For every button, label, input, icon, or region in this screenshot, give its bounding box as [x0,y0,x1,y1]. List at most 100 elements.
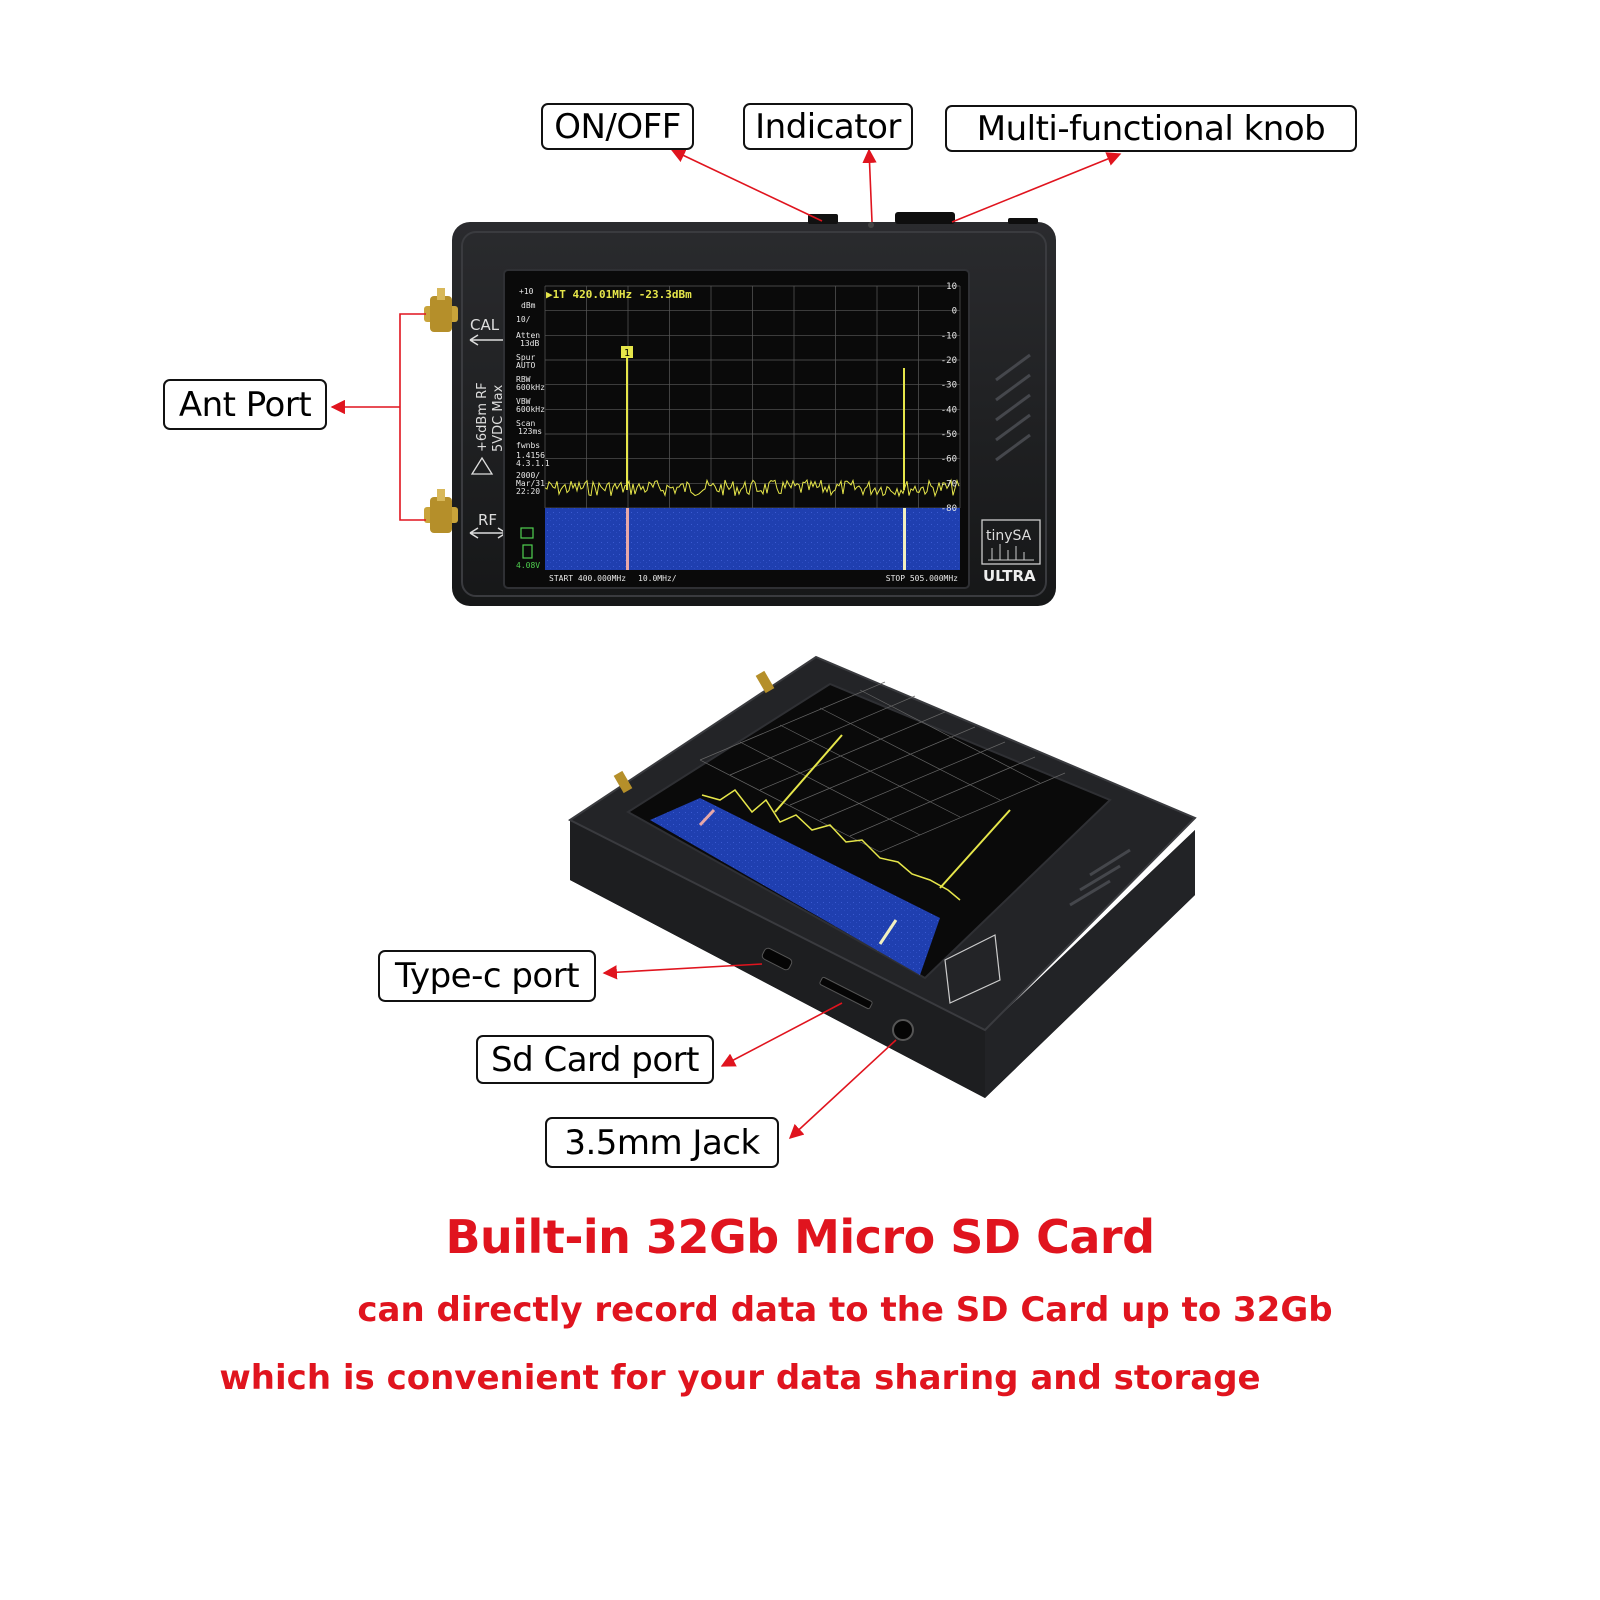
y-tick-label: -60 [941,455,957,465]
cal-arrow-icon [469,334,506,346]
warning-icon [470,456,494,475]
angled-screen [626,682,1112,980]
angled-trace [701,788,961,901]
svg-text:+10: +10 [519,287,534,296]
ant-bracket [399,313,426,521]
y-tick-label: -30 [941,381,957,391]
device-side-right [985,830,1195,1098]
sd-card-slot [819,976,873,1010]
marker-flag [621,346,633,358]
svg-text:2000/: 2000/ [516,471,540,480]
angled-waterfall-line-2 [878,919,898,945]
knob[interactable] [895,212,955,224]
angled-grip-ridges [1069,848,1131,907]
grip-ridges [995,353,1031,462]
marker-readout: ▶1T 420.01MHz -23.3dBm [546,288,692,301]
y-tick-label: 10 [946,282,957,292]
side-readouts: +10 dBm 10/ Atten 13dB Spur AUTO RBW 600… [516,287,550,496]
y-tick-label: -70 [941,479,957,489]
callout-type-c: Type-c port [378,950,596,1002]
svg-text:Atten: Atten [516,331,540,340]
svg-text:AUTO: AUTO [516,361,535,370]
caption-line-2: which is convenient for your data sharin… [219,1358,1261,1398]
arrow-on-off [670,149,823,222]
svg-text:5VDC Max: 5VDC Max [491,384,506,452]
caption-line-1: can directly record data to the SD Card … [357,1290,1333,1330]
model-text: ULTRA [983,567,1036,585]
angled-cal-connector [755,670,775,694]
callout-indicator: Indicator [743,103,913,150]
rf-connector [424,489,458,533]
callout-on-off: ON/OFF [541,103,694,150]
angled-peak-1 [774,734,843,813]
indicator-led [868,222,874,228]
svg-text:10/: 10/ [516,315,531,324]
angled-rf-connector [613,770,633,794]
battery-icon [522,544,533,559]
type-c-slot [761,947,793,971]
callout-ant-port: Ant Port [163,379,327,430]
device-angled [568,655,1197,1098]
svg-text:Scan: Scan [516,419,535,428]
y-axis-ticks: 10 0 -10 -20 -30 -40 -50 -60 -70 -80 [941,282,957,514]
svg-text:600kHz: 600kHz [516,405,545,414]
sd-icon [520,527,534,539]
angled-peak-2 [939,809,1011,889]
svg-text:1.4156: 1.4156 [516,451,545,460]
y-tick-label: -40 [941,405,957,415]
svg-text:13dB: 13dB [520,339,539,348]
svg-text:Spur: Spur [516,353,535,362]
device-front: CAL RF +6dBm RF 5VDC Max tinySA ULTRA 1 … [424,212,1056,606]
rating-text: +6dBm RF 5VDC Max [475,382,506,452]
y-tick-label: -50 [941,430,957,440]
span-per-div: 10.0MHz/ [638,574,677,583]
angled-waterfall-line-1 [698,808,716,827]
svg-text:600kHz: 600kHz [516,383,545,392]
audio-jack [892,1019,914,1041]
callout-sd-card: Sd Card port [476,1035,714,1084]
brand-text: tinySA [986,528,1032,544]
waterfall-line-1 [626,508,629,570]
arrow-type-c [602,963,763,980]
top-slot [1008,218,1038,224]
svg-text:4.3.1.1: 4.3.1.1 [516,459,550,468]
svg-text:dBm: dBm [521,301,536,310]
brand-badge [981,519,1041,565]
y-tick-label: -20 [941,356,957,366]
leader-lines [330,148,1122,1139]
marker-flag-label: 1 [624,348,630,359]
power-switch[interactable] [808,214,838,224]
arrow-indicator [862,148,877,223]
angled-brand-badge [944,934,1001,1004]
rf-arrow-icon [469,527,507,539]
callout-jack: 3.5mm Jack [545,1117,779,1168]
svg-text:fwnbs: fwnbs [516,441,540,450]
arrow-sd-card [720,1002,843,1067]
svg-text:RBW: RBW [516,375,531,384]
svg-text:123ms: 123ms [518,427,542,436]
svg-text:22:20: 22:20 [516,487,540,496]
waterfall-line-2 [903,508,906,570]
angled-grid [699,681,1066,853]
y-tick-label: 0 [952,307,957,317]
svg-text:VBW: VBW [516,397,531,406]
stop-freq: STOP 505.000MHz [886,574,958,583]
device-bezel-edge [461,231,1047,597]
caption-title: Built-in 32Gb Micro SD Card [445,1210,1155,1264]
arrow-knob [951,152,1122,223]
spectrum-trace [545,478,960,498]
svg-text:Mar/31: Mar/31 [516,479,545,488]
rf-label: RF [478,511,497,529]
cal-label: CAL [470,316,500,334]
svg-text:+6dBm RF: +6dBm RF [475,382,490,452]
y-tick-label: -80 [941,504,957,514]
y-tick-label: -10 [941,331,957,341]
angled-waterfall [650,798,940,975]
start-freq: START 400.000MHz [549,574,626,583]
cal-connector [424,288,458,332]
waterfall [545,508,960,570]
callout-knob: Multi-functional knob [945,105,1357,152]
spectrum-logo-icon [988,544,1034,561]
battery-voltage: 4.08V [516,561,540,570]
